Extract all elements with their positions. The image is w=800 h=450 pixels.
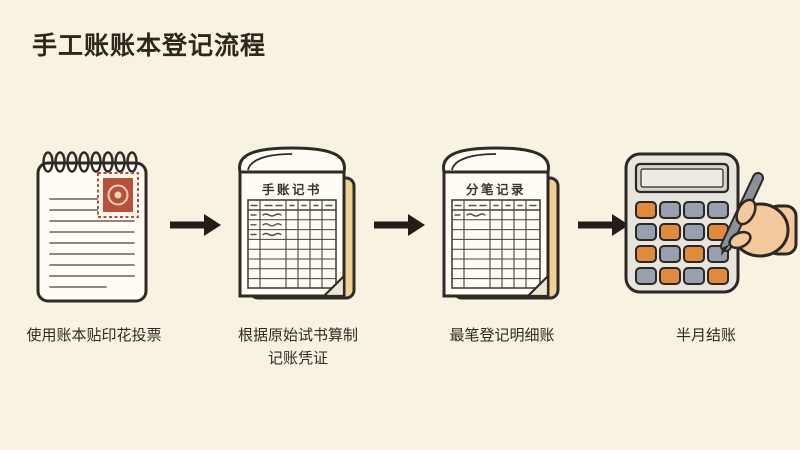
finger: [735, 198, 757, 226]
arrow-right-icon: [578, 214, 629, 236]
calculator-display: [634, 162, 730, 194]
arrow-right-icon: [374, 214, 425, 236]
process-flow: 使用账本贴印花投票 手账记书: [0, 138, 800, 371]
step-settle-account: 半月结账: [624, 138, 798, 347]
step-voucher-ledger: 手账记书: [222, 138, 374, 371]
notepad-header-label: 分笔记录: [466, 182, 526, 197]
step-detail-ledger: 分笔记录: [426, 138, 578, 347]
step-caption: 使用账本贴印花投票: [26, 327, 162, 344]
calculator-keypad: [635, 201, 729, 285]
step-caption: 根据原始试书算制记账凭证: [237, 327, 358, 368]
stamp-icon: [97, 172, 139, 218]
handwriting-marks: [250, 204, 333, 237]
ledger-table: [451, 199, 541, 289]
spiral-notebook-icon: [36, 151, 148, 303]
front-page: [442, 170, 550, 298]
page-title: 手工账账本登记流程: [32, 32, 267, 60]
ledger-notepad-icon: 手账记书: [238, 146, 356, 300]
page-curl: [321, 273, 346, 298]
detail-notepad-illustration: 分笔记录: [436, 138, 568, 310]
step-caption: 最笔登记明细账: [449, 327, 555, 344]
ruled-lines: [49, 198, 135, 288]
page-curl: [525, 273, 550, 298]
front-page: [238, 170, 346, 298]
step-stamp-ledger: 使用账本贴印花投票: [18, 138, 170, 347]
hand-with-pen: [720, 172, 798, 258]
notepad-header-label: 手账记书: [262, 182, 322, 197]
calculator-icon: [624, 152, 798, 294]
page-roll: [442, 146, 550, 174]
ledger-notepad-icon: 分笔记录: [442, 146, 560, 300]
handwriting-marks: [454, 204, 537, 217]
thumb: [728, 230, 752, 250]
arrow-right-icon: [170, 214, 221, 236]
page-roll: [238, 146, 346, 174]
calculator-illustration: [620, 138, 798, 310]
voucher-notepad-illustration: 手账记书: [232, 138, 364, 310]
spiral-notebook-illustration: [28, 138, 160, 310]
spiral-binding: [42, 151, 138, 173]
ledger-table: [247, 199, 337, 289]
step-caption: 半月结账: [675, 327, 736, 344]
